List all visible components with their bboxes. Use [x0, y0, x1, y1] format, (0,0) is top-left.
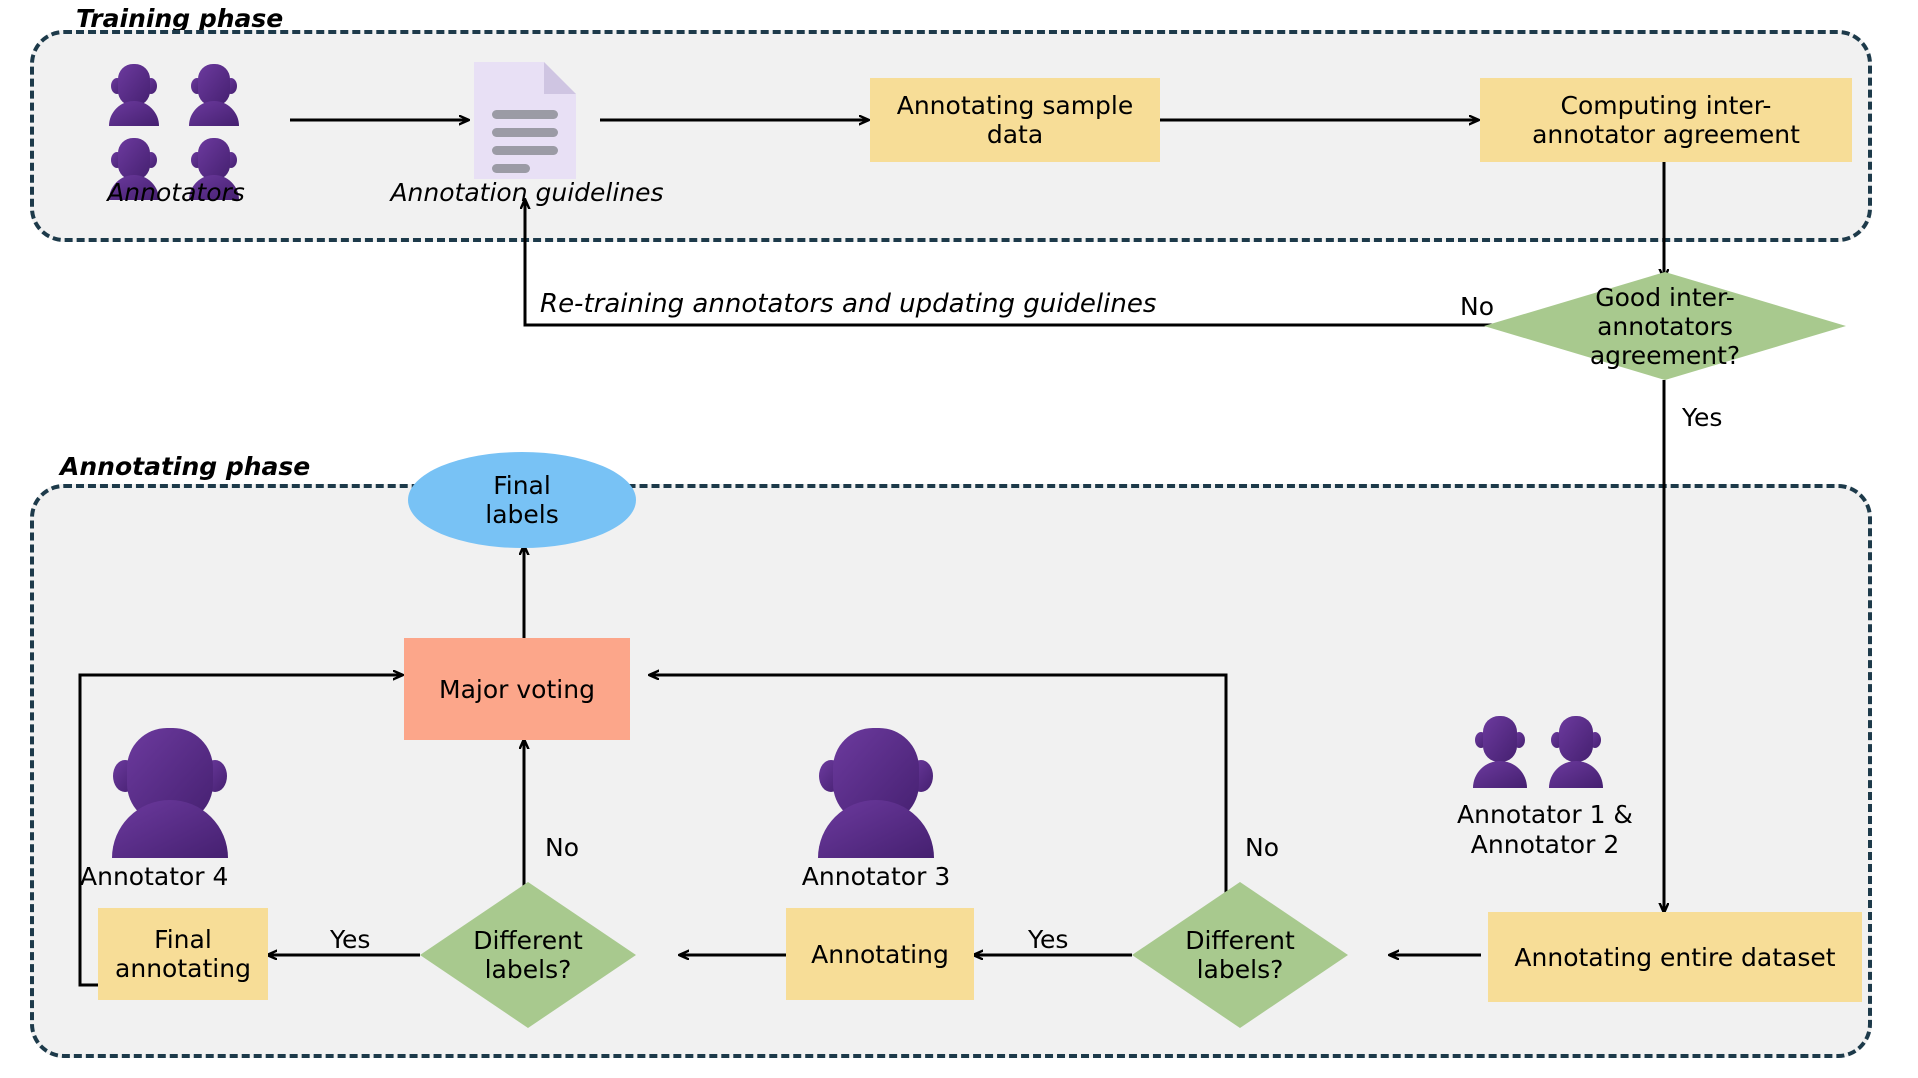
annotator-1-and-2-caption: Annotator 1 & Annotator 2 [1457, 800, 1633, 859]
annotating-sample-data-node[interactable]: Annotating sample data [870, 78, 1160, 162]
annotator-3-icon [806, 718, 946, 858]
annotator-1-and-2-icon [1464, 712, 1614, 792]
yes-left-diamond-label: Yes [330, 925, 371, 954]
different-labels-right-label: Different labels? [1185, 926, 1295, 984]
annotation-guidelines-caption: Annotation guidelines [390, 178, 664, 207]
annotation-guidelines-document-icon [470, 58, 580, 183]
annotating-phase-label: Annotating phase [60, 452, 311, 481]
no-agreement-label: No [1460, 292, 1494, 321]
good-agreement-decision[interactable]: Good inter- annotators agreement? [1484, 272, 1846, 380]
no-left-diamond-label: No [545, 833, 579, 862]
final-labels-node[interactable]: Final labels [408, 452, 636, 548]
different-labels-right-decision[interactable]: Different labels? [1132, 882, 1348, 1028]
retraining-label: Re-training annotators and updating guid… [540, 289, 1157, 319]
annotators-group-icon [100, 60, 250, 200]
major-voting-node[interactable]: Major voting [404, 638, 630, 740]
different-labels-left-decision[interactable]: Different labels? [420, 882, 636, 1028]
annotator-3-caption: Annotator 3 [801, 862, 951, 891]
yes-agreement-label: Yes [1682, 403, 1723, 432]
good-agreement-label: Good inter- annotators agreement? [1589, 282, 1741, 370]
no-right-diamond-label: No [1245, 833, 1279, 862]
annotators-caption: Annotators [107, 178, 245, 207]
training-phase-label: Training phase [76, 4, 284, 33]
computing-agreement-node[interactable]: Computing inter- annotator agreement [1480, 78, 1852, 162]
different-labels-left-label: Different labels? [473, 926, 583, 984]
final-annotating-node[interactable]: Final annotating [98, 908, 268, 1000]
annotating-node[interactable]: Annotating [786, 908, 974, 1000]
annotating-entire-dataset-node[interactable]: Annotating entire dataset [1488, 912, 1862, 1002]
annotator-4-caption: Annotator 4 [80, 862, 229, 891]
annotator-4-icon [100, 718, 240, 858]
yes-right-diamond-label: Yes [1028, 925, 1069, 954]
